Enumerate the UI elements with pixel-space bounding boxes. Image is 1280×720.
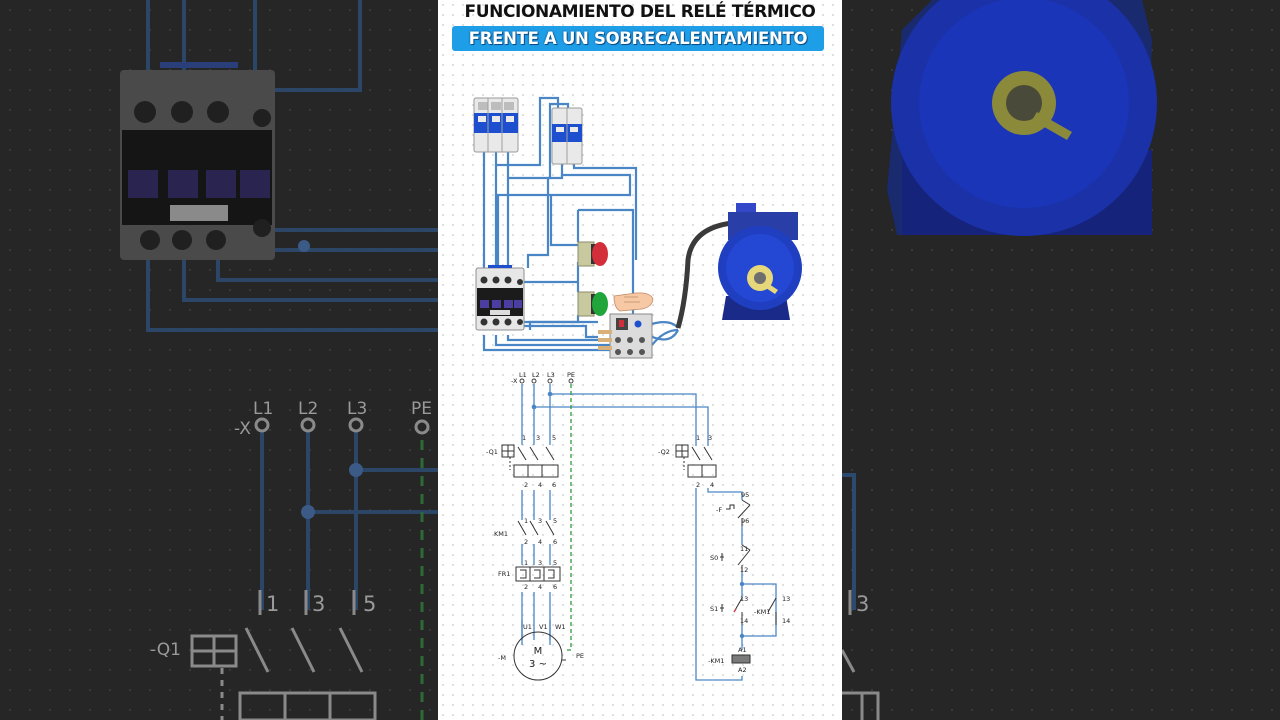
q1-top-5: 5 [552, 434, 556, 442]
power-schematic-wires [521, 384, 709, 645]
bg-label-pe: PE [411, 399, 432, 419]
bg-label-l1: L1 [253, 399, 273, 419]
label-q1: -Q1 [486, 448, 498, 456]
fr1-bottom-6: 6 [553, 583, 557, 591]
q1-bottom-6: 6 [552, 481, 556, 489]
km1-top-5: 5 [553, 517, 557, 525]
bg-number-3: 3 [312, 592, 325, 616]
q2-bottom-2: 2 [696, 481, 700, 489]
km1-bottom-2: 2 [524, 538, 528, 546]
label-l1: L1 [519, 371, 527, 379]
bg-label-l2: L2 [298, 399, 318, 419]
km1-bottom-6: 6 [553, 538, 557, 546]
bg-number-3-right: 3 [856, 592, 869, 616]
label-s1: S1 [710, 605, 718, 613]
fr1-top-3: 3 [538, 559, 542, 567]
km1-aux-bottom-14: 14 [782, 617, 790, 625]
bg-number-5: 5 [363, 592, 376, 616]
left-background-art: L1 L2 L3 PE -X -Q1 1 3 5 [120, 0, 438, 720]
s0-bottom-12: 12 [740, 566, 748, 574]
start-button-icon [577, 291, 608, 317]
bg-label-q1: -Q1 [150, 640, 181, 660]
wiring-diagram: L1 L2 L3 PE -X -Q1 1 3 5 2 4 6 KM1 1 3 5… [473, 96, 802, 681]
right-background-art: 3 [842, 0, 1157, 720]
q2-bottom-4: 4 [710, 481, 714, 489]
contactor-icon [475, 265, 525, 331]
bg-label-l3: L3 [347, 399, 367, 419]
control-schematic-wires [695, 440, 777, 681]
pe-wire [566, 384, 572, 651]
q1-top-1: 1 [522, 434, 526, 442]
motor-symbol-m: M [534, 646, 543, 657]
motor-terminal-u1: U1 [523, 623, 532, 631]
km1-top-1: 1 [524, 517, 528, 525]
q1-bottom-4: 4 [538, 481, 542, 489]
label-q2: -Q2 [658, 448, 670, 456]
km1-bottom-4: 4 [538, 538, 542, 546]
motor-symbol-phases: 3 ~ [529, 659, 547, 670]
page-title: FUNCIONAMIENTO DEL RELÉ TÉRMICO [464, 2, 816, 22]
fr1-bottom-4: 4 [538, 583, 542, 591]
label-km1-coil: -KM1 [708, 657, 724, 665]
label-pe-motor: PE [576, 652, 584, 660]
stop-button-icon [577, 241, 608, 267]
motor-symbol: M 3 ~ [529, 646, 547, 670]
q2-top-3: 3 [708, 434, 712, 442]
f-top-95: 95 [741, 491, 749, 499]
label-fr1: FR1 [498, 570, 510, 578]
page-subtitle-banner: FRENTE A UN SOBRECALENTAMIENTO [452, 26, 824, 51]
f-bottom-96: 96 [741, 517, 749, 525]
pictorial-wires [482, 96, 679, 352]
s0-top-11: 11 [740, 545, 748, 553]
s1-bottom-14: 14 [740, 617, 748, 625]
motor-terminal-v1: V1 [539, 623, 548, 631]
right-background-panel: 3 [842, 0, 1280, 720]
fr1-bottom-2: 2 [524, 583, 528, 591]
s1-top-13: 13 [740, 595, 748, 603]
control-schematic-labels: -Q2 1 3 2 4 -F 95 96 S0 11 12 S1 13 14 -… [658, 434, 790, 674]
bg-label-x: -X [234, 419, 251, 439]
label-km1: KM1 [494, 530, 508, 538]
label-l3: L3 [547, 371, 555, 379]
supply-terminals [519, 378, 574, 384]
km1-aux-top-13: 13 [782, 595, 790, 603]
left-background-panel: L1 L2 L3 PE -X -Q1 1 3 5 [0, 0, 438, 720]
power-schematic-symbols [501, 444, 566, 681]
q1-bottom-2: 2 [524, 481, 528, 489]
q1-top-3: 3 [536, 434, 540, 442]
control-schematic-symbols [675, 444, 777, 664]
q2-top-1: 1 [696, 434, 700, 442]
motor-terminal-w1: W1 [555, 623, 566, 631]
power-schematic-labels: L1 L2 L3 PE -X -Q1 1 3 5 2 4 6 KM1 1 3 5… [486, 371, 584, 662]
fr1-top-5: 5 [553, 559, 557, 567]
label-pe-top: PE [567, 371, 575, 379]
thermal-relay-icon [598, 313, 653, 359]
label-km1-aux: -KM1 [754, 608, 770, 616]
breaker-icon [551, 107, 583, 165]
motor-cable [675, 220, 733, 329]
label-motor: -M [498, 654, 506, 662]
breaker-icon [473, 97, 519, 153]
motor-icon [887, 0, 1157, 236]
coil-a2: A2 [738, 666, 747, 674]
label-s0: S0 [710, 554, 718, 562]
coil-a1: A1 [738, 646, 747, 654]
label-x: -X [511, 377, 518, 385]
km1-top-3: 3 [538, 517, 542, 525]
bg-number-1: 1 [266, 592, 279, 616]
main-content-panel: FUNCIONAMIENTO DEL RELÉ TÉRMICO FRENTE A… [438, 0, 842, 720]
hand-icon [613, 292, 654, 312]
label-l2: L2 [532, 371, 540, 379]
label-f: -F [716, 506, 722, 514]
motor-icon [718, 203, 802, 320]
fr1-top-1: 1 [524, 559, 528, 567]
contactor-icon [120, 62, 275, 260]
